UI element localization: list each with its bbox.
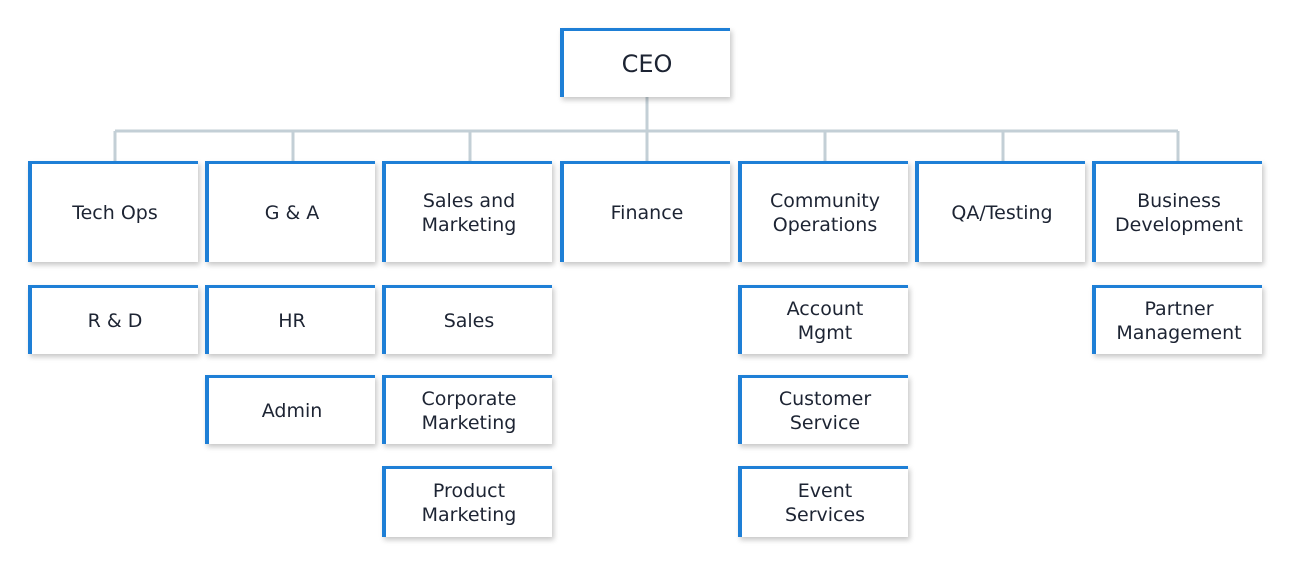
unit-hr[interactable]: HR <box>205 285 375 354</box>
unit-customer-service[interactable]: Customer Service <box>738 375 908 444</box>
dept-label: Sales and Marketing <box>421 190 517 236</box>
ceo-box[interactable]: CEO <box>560 28 730 97</box>
unit-corporate-marketing[interactable]: Corporate Marketing <box>382 375 552 444</box>
unit-label: Admin <box>261 400 323 422</box>
dept-finance[interactable]: Finance <box>560 161 730 262</box>
unit-label: R & D <box>87 310 143 332</box>
dept-label: Business Development <box>1115 190 1243 236</box>
unit-label: Sales <box>443 310 495 332</box>
unit-label: Event Services <box>784 480 866 526</box>
dept-qa-testing[interactable]: QA/Testing <box>915 161 1085 262</box>
unit-sales[interactable]: Sales <box>382 285 552 354</box>
unit-label: Product Marketing <box>421 480 517 526</box>
unit-label: Corporate Marketing <box>421 388 517 434</box>
unit-partner-management[interactable]: Partner Management <box>1092 285 1262 354</box>
unit-label: HR <box>278 310 306 332</box>
dept-tech-ops[interactable]: Tech Ops <box>28 161 198 262</box>
dept-community-operations[interactable]: Community Operations <box>738 161 908 262</box>
dept-label: Finance <box>610 202 684 224</box>
unit-event-services[interactable]: Event Services <box>738 466 908 537</box>
unit-label: Partner Management <box>1116 298 1242 344</box>
unit-product-marketing[interactable]: Product Marketing <box>382 466 552 537</box>
unit-account-mgmt[interactable]: Account Mgmt <box>738 285 908 354</box>
dept-sales-and-marketing[interactable]: Sales and Marketing <box>382 161 552 262</box>
ceo-label: CEO <box>621 50 673 78</box>
dept-label: QA/Testing <box>951 202 1053 224</box>
dept-business-development[interactable]: Business Development <box>1092 161 1262 262</box>
dept-label: Community Operations <box>770 190 880 236</box>
unit-label: Account Mgmt <box>786 298 864 344</box>
unit-admin[interactable]: Admin <box>205 375 375 444</box>
dept-label: Tech Ops <box>72 202 158 224</box>
unit-label: Customer Service <box>778 388 872 434</box>
unit-r-and-d[interactable]: R & D <box>28 285 198 354</box>
dept-g-and-a[interactable]: G & A <box>205 161 375 262</box>
dept-label: G & A <box>264 202 320 224</box>
